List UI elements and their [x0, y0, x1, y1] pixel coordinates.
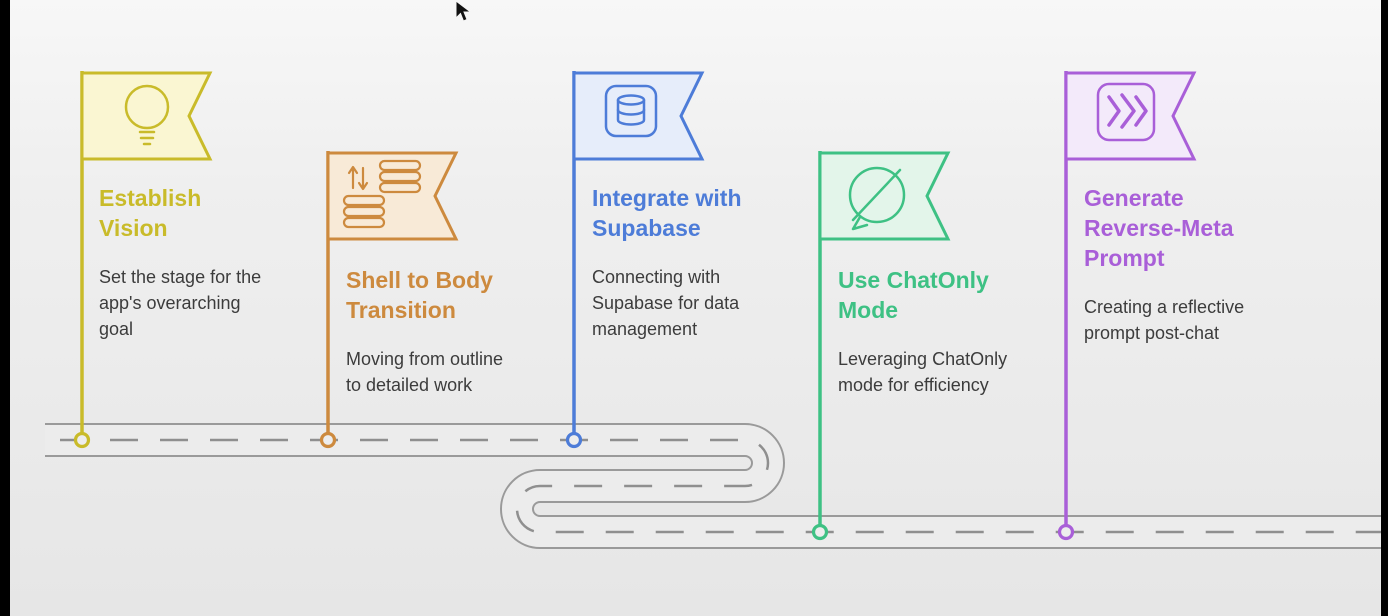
road-centerline — [60, 438, 1381, 534]
letterbox-left — [0, 0, 10, 616]
milestone-integrate-supabase: Integrate with Supabase Connecting with … — [592, 183, 807, 342]
milestone-chatonly-mode: Use ChatOnly Mode Leveraging ChatOnly mo… — [838, 265, 1053, 398]
marker-establish-vision — [73, 431, 91, 449]
milestone-shell-to-body: Shell to Body Transition Moving from out… — [346, 265, 561, 398]
marker-chatonly-mode — [811, 523, 829, 541]
milestone-description: Set the stage for the app's overarching … — [99, 267, 262, 339]
milestone-description: Creating a reflective prompt post-chat — [1084, 297, 1245, 343]
milestone-description: Connecting with Supabase for data manage… — [592, 267, 740, 339]
milestone-description: Leveraging ChatOnly mode for efficiency — [838, 349, 1008, 395]
marker-reverse-meta-prompt — [1057, 523, 1075, 541]
milestone-title: Use ChatOnly Mode — [838, 267, 989, 323]
milestone-reverse-meta-prompt: Generate Reverse-Meta Prompt Creating a … — [1084, 183, 1299, 346]
letterbox-right — [1381, 0, 1388, 616]
milestone-description: Moving from outline to detailed work — [346, 349, 504, 395]
flag-chatonly-mode — [818, 151, 951, 241]
milestone-title: Shell to Body Transition — [346, 267, 493, 323]
milestone-establish-vision: Establish Vision Set the stage for the a… — [99, 183, 314, 342]
data-transfer-icon — [342, 159, 422, 229]
milestone-title: Establish Vision — [99, 185, 202, 241]
milestone-title: Integrate with Supabase — [592, 185, 742, 241]
lightbulb-icon — [124, 84, 170, 146]
milestone-markers — [73, 431, 1075, 541]
database-icon — [604, 84, 658, 138]
layered-panels-icon — [1096, 82, 1156, 142]
marker-shell-to-body — [319, 431, 337, 449]
mouse-cursor — [455, 0, 472, 22]
chat-disabled-icon — [848, 166, 906, 231]
milestone-title: Generate Reverse-Meta Prompt — [1084, 185, 1234, 271]
marker-integrate-supabase — [565, 431, 583, 449]
road — [45, 423, 1381, 549]
flag-establish-vision — [80, 71, 213, 161]
